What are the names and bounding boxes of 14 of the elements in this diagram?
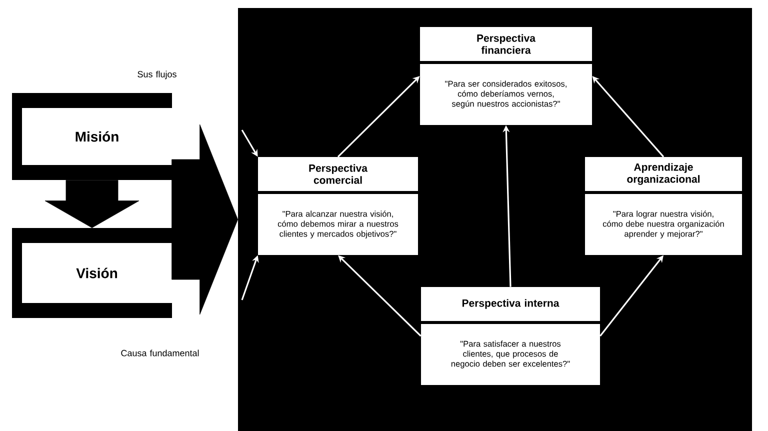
node-label: Perspectiva interna <box>462 299 560 309</box>
block-arrow <box>172 124 238 315</box>
title-box: Misión <box>12 93 172 180</box>
block-arrow <box>44 180 140 228</box>
node-label: Perspectiva financiera <box>477 34 536 54</box>
node-label: Perspectiva comercial <box>309 164 368 184</box>
perspective-card: Perspectiva comercial "Para alcanzar nuestra visión, cómo debemos mirar a nuestros clientes y mercados objetivos?" <box>258 157 418 255</box>
perspective-card: Aprendizaje organizacional "Para lograr nuestra visión, cómo debe nuestra organización aprender y mejorar?" <box>585 157 742 255</box>
side-label: Sus flujos <box>138 70 176 80</box>
node-label: Aprendizaje organizacional <box>627 163 700 185</box>
perspective-card: Perspectiva financiera "Para ser considerados exitosos, cómo deberíamos vernos, según nuestros accionistas?" <box>420 27 592 125</box>
side-label: Causa fundamental <box>121 350 199 356</box>
perspective-card: Perspectiva interna "Para satisfacer a nuestros clientes, que procesos de negocio deben ser excelentes?" <box>421 287 600 385</box>
title-box: Visión <box>12 228 172 318</box>
